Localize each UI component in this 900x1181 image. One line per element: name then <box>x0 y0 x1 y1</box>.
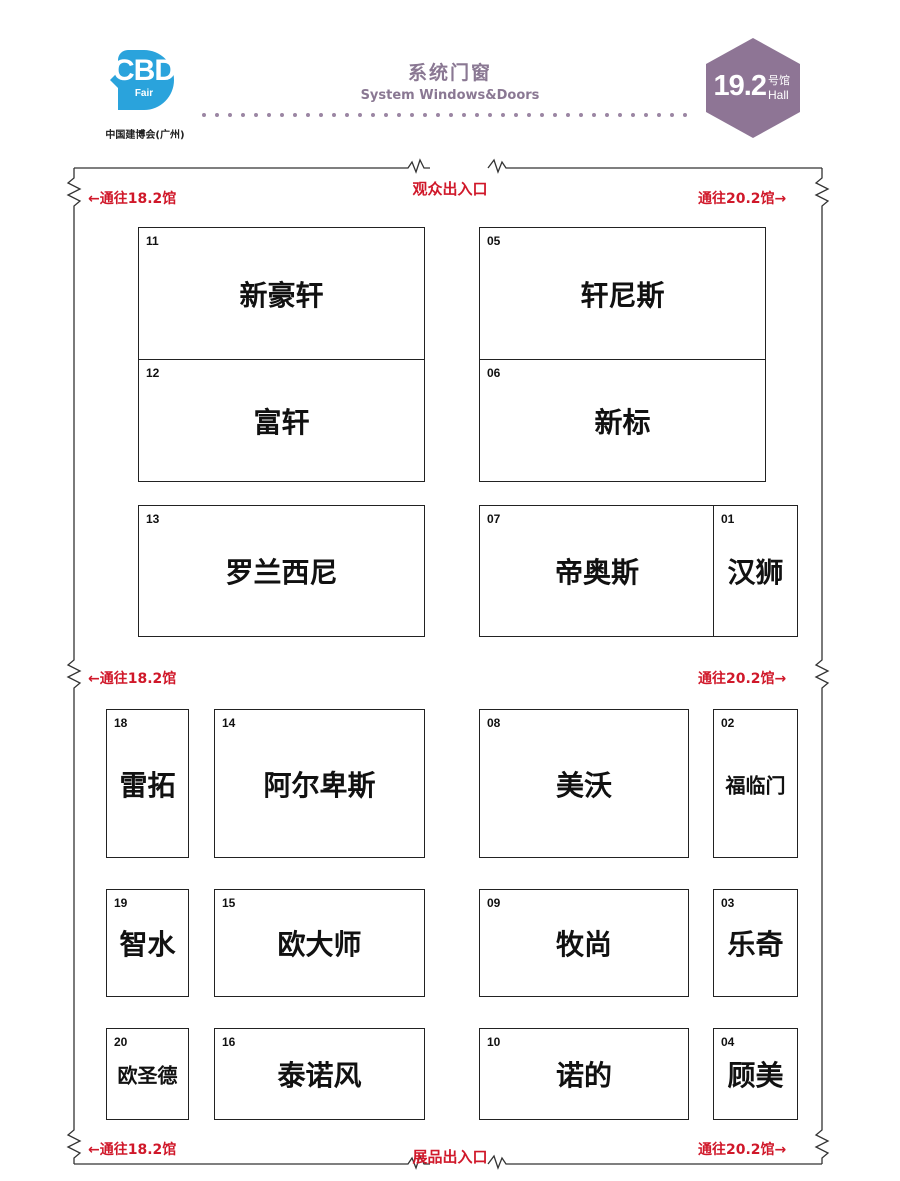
booth-exhibitor: 汉狮 <box>727 556 784 589</box>
to-hall-20-2-bottom: 通往20.2馆→ <box>698 1142 787 1158</box>
hall-number: 19.2 <box>713 70 767 102</box>
booth[interactable]: 05 轩尼斯 <box>479 227 766 360</box>
booth-number: 05 <box>487 234 501 248</box>
hall-label-zh: 号馆 <box>768 74 790 87</box>
booth-number: 13 <box>146 512 160 526</box>
booth-number: 18 <box>114 716 128 730</box>
booth-number: 02 <box>721 716 735 730</box>
category-title-zh: 系统门窗 <box>407 62 492 84</box>
booth-number: 10 <box>487 1035 501 1049</box>
booth[interactable]: 13 罗兰西尼 <box>138 505 425 637</box>
booth-exhibitor: 罗兰西尼 <box>225 556 338 589</box>
booth-number: 19 <box>114 896 128 910</box>
booth[interactable]: 06 新标 <box>479 359 766 482</box>
booth[interactable]: 03 乐奇 <box>713 889 798 997</box>
booth-exhibitor: 轩尼斯 <box>580 278 665 312</box>
booth-number: 04 <box>721 1035 735 1049</box>
booth-number: 03 <box>721 896 735 910</box>
booth[interactable]: 02 福临门 <box>713 709 798 858</box>
booth[interactable]: 20 欧圣德 <box>106 1028 189 1120</box>
logo-text: CBD <box>113 54 176 87</box>
booth[interactable]: 08 美沃 <box>479 709 689 858</box>
booth-number: 11 <box>146 234 159 248</box>
booth[interactable]: 12 富轩 <box>138 359 425 482</box>
booth[interactable]: 18 雷拓 <box>106 709 189 858</box>
booth-exhibitor: 新豪轩 <box>239 278 324 312</box>
booth-number: 12 <box>146 366 160 380</box>
booth-exhibitor: 雷拓 <box>119 768 176 802</box>
booth-number: 16 <box>222 1035 236 1049</box>
category-title-en: System Windows&Doors <box>360 88 540 103</box>
booth[interactable]: 04 顾美 <box>713 1028 798 1120</box>
booth-number: 08 <box>487 716 501 730</box>
cbd-fair-logo: CBD Fair <box>108 48 180 112</box>
booth-exhibitor: 泰诺风 <box>277 1059 362 1092</box>
booth-exhibitor: 帝奥斯 <box>554 556 639 589</box>
to-hall-20-2-top: 通往20.2馆→ <box>698 191 787 207</box>
booth-exhibitor: 新标 <box>594 405 651 439</box>
booth[interactable]: 07 帝奥斯 <box>479 505 715 637</box>
booth[interactable]: 01 汉狮 <box>713 505 798 637</box>
booth-exhibitor: 欧圣德 <box>117 1063 178 1088</box>
booth-exhibitor: 乐奇 <box>727 928 784 961</box>
to-hall-18-2-bottom: ←通往18.2馆 <box>88 1142 177 1158</box>
booth[interactable]: 10 诺的 <box>479 1028 689 1120</box>
booth[interactable]: 14 阿尔卑斯 <box>214 709 425 858</box>
logo-subtext: Fair <box>134 88 154 99</box>
booth[interactable]: 19 智水 <box>106 889 189 997</box>
logo-shape-icon <box>110 50 174 110</box>
booth-exhibitor: 智水 <box>119 928 176 961</box>
exhibit-entrance-label: 展品出入口 <box>412 1148 488 1166</box>
booth[interactable]: 15 欧大师 <box>214 889 425 997</box>
hall-label-en: Hall <box>768 88 789 102</box>
booth[interactable]: 11 新豪轩 <box>138 227 425 360</box>
booth-number: 07 <box>487 512 501 526</box>
visitor-entrance-label: 观众出入口 <box>412 180 488 198</box>
booth-exhibitor: 顾美 <box>727 1059 784 1092</box>
header-dotted-divider <box>202 113 688 117</box>
booth-exhibitor: 欧大师 <box>277 928 362 961</box>
booth-exhibitor: 富轩 <box>253 405 310 439</box>
booth-exhibitor: 牧尚 <box>555 928 612 961</box>
booth-exhibitor: 阿尔卑斯 <box>263 768 376 802</box>
booth-exhibitor: 美沃 <box>555 768 612 802</box>
booth-exhibitor: 诺的 <box>555 1059 612 1092</box>
hall-badge <box>703 36 803 140</box>
booth-number: 14 <box>222 716 236 730</box>
organizer-name: 中国建博会(广州) <box>105 130 185 141</box>
booth[interactable]: 09 牧尚 <box>479 889 689 997</box>
to-hall-18-2-top: ←通往18.2馆 <box>88 191 177 207</box>
booth-number: 15 <box>222 896 236 910</box>
booth-number: 01 <box>721 512 735 526</box>
to-hall-20-2-middle: 通往20.2馆→ <box>698 671 787 687</box>
hexagon-icon <box>706 38 800 138</box>
booth[interactable]: 16 泰诺风 <box>214 1028 425 1120</box>
booth-number: 20 <box>114 1035 128 1049</box>
booth-number: 09 <box>487 896 501 910</box>
to-hall-18-2-middle: ←通往18.2馆 <box>88 671 177 687</box>
booth-number: 06 <box>487 366 501 380</box>
booth-exhibitor: 福临门 <box>725 773 786 797</box>
